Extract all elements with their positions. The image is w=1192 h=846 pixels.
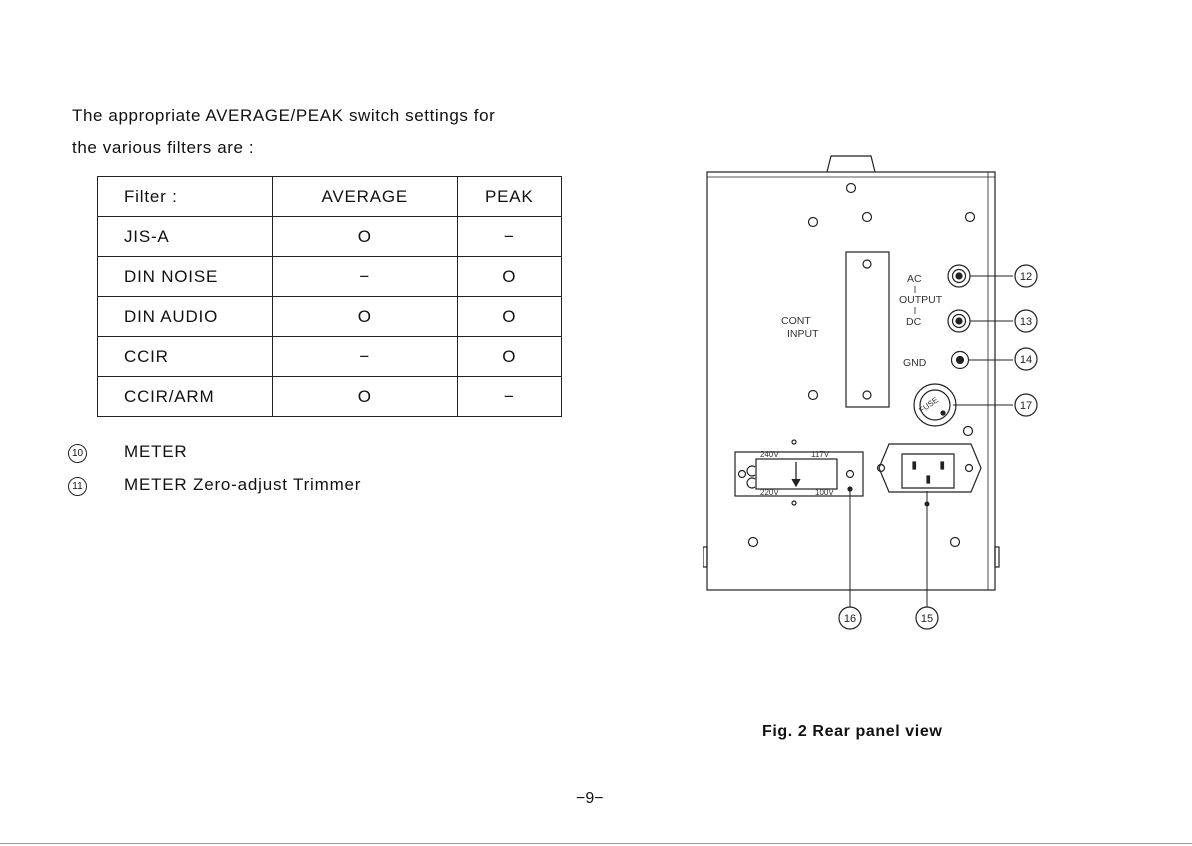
intro-text: The appropriate AVERAGE/PEAK switch sett… — [72, 100, 572, 164]
callout-badges: 12 13 14 17 16 15 — [839, 265, 1037, 629]
table-cell-average: − — [273, 257, 458, 297]
table-row: CCIR − O — [98, 337, 562, 377]
table-row: CCIR/ARM O − — [98, 377, 562, 417]
v117-label: 117V — [811, 450, 830, 459]
fuse-label: FUSE — [917, 395, 940, 415]
callout-12: 12 — [1020, 271, 1032, 283]
table-cell-average: O — [273, 217, 458, 257]
table-cell-filter: CCIR — [98, 337, 273, 377]
table-cell-filter: DIN AUDIO — [98, 297, 273, 337]
panel-outline — [707, 172, 995, 590]
ac-output-jack-icon — [948, 265, 970, 287]
item-number-badge: 11 — [68, 477, 87, 496]
table-cell-peak: O — [457, 257, 561, 297]
table-cell-peak: − — [457, 377, 561, 417]
table-cell-average: O — [273, 377, 458, 417]
v220-label: 220V — [760, 488, 779, 497]
table-cell-peak: O — [457, 297, 561, 337]
table-header-average: AVERAGE — [273, 177, 458, 217]
v100-label: 100V — [815, 488, 834, 497]
callout-17: 17 — [1020, 400, 1032, 412]
table-row: DIN NOISE − O — [98, 257, 562, 297]
callout-leaders — [850, 276, 1013, 607]
rear-panel-figure: CONT INPUT AC OUTPUT DC GND FUSE 240V 11… — [703, 152, 1043, 632]
table-cell-filter: DIN NOISE — [98, 257, 273, 297]
filter-settings-table: Filter : AVERAGE PEAK JIS-A O − DIN NOIS… — [97, 176, 562, 417]
table-cell-filter: CCIR/ARM — [98, 377, 273, 417]
item-text: METER — [124, 442, 188, 462]
page-number: −9− — [576, 790, 604, 808]
page-bottom-rule — [0, 843, 1192, 844]
callout-16: 16 — [844, 613, 856, 625]
table-cell-average: − — [273, 337, 458, 377]
table-row: DIN AUDIO O O — [98, 297, 562, 337]
gnd-label: GND — [903, 357, 927, 369]
table-header-filter: Filter : — [98, 177, 273, 217]
input-label: INPUT — [787, 328, 819, 340]
ac-label: AC — [907, 273, 922, 285]
item-number-badge: 10 — [68, 444, 87, 463]
figure-caption: Fig. 2 Rear panel view — [762, 723, 942, 741]
table-cell-peak: O — [457, 337, 561, 377]
dc-output-jack-icon — [948, 310, 970, 332]
table-row: JIS-A O − — [98, 217, 562, 257]
table-header-row: Filter : AVERAGE PEAK — [98, 177, 562, 217]
table-cell-peak: − — [457, 217, 561, 257]
callout-14: 14 — [1020, 354, 1032, 366]
table-cell-average: O — [273, 297, 458, 337]
cont-label: CONT — [781, 315, 811, 327]
item-text: METER Zero-adjust Trimmer — [124, 475, 361, 495]
ac-inlet-icon — [878, 444, 982, 492]
v240-label: 240V — [760, 450, 779, 459]
table-header-peak: PEAK — [457, 177, 561, 217]
foot-left — [703, 547, 707, 567]
gnd-terminal-icon — [952, 352, 969, 369]
output-label: OUTPUT — [899, 294, 943, 306]
dc-label: DC — [906, 316, 922, 328]
callout-15: 15 — [921, 613, 933, 625]
intro-line-2: the various filters are : — [72, 132, 572, 164]
top-handle — [827, 156, 875, 172]
intro-line-1: The appropriate AVERAGE/PEAK switch sett… — [72, 100, 572, 132]
foot-right — [995, 547, 999, 567]
table-cell-filter: JIS-A — [98, 217, 273, 257]
cont-input-connector — [846, 252, 889, 407]
callout-13: 13 — [1020, 316, 1032, 328]
fuse-holder-icon: FUSE — [914, 384, 956, 426]
voltage-selector: 240V 117V 220V 100V — [735, 440, 863, 505]
